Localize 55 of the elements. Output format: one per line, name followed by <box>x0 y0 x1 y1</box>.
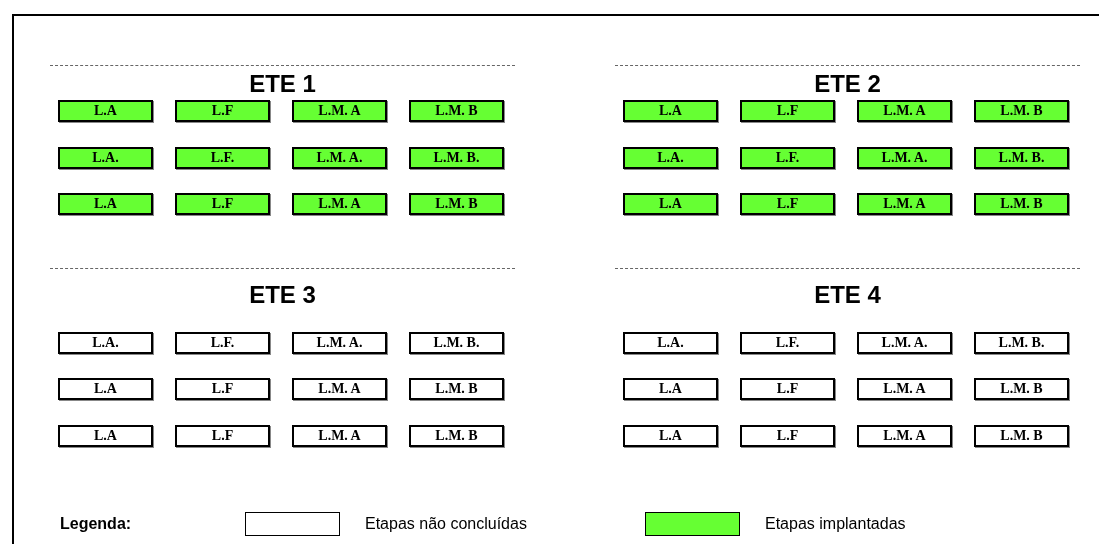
stage-box: L.F. <box>740 147 835 169</box>
stage-box: L.M. A. <box>857 147 952 169</box>
stage-box: L.A. <box>623 332 718 354</box>
legend-title: Legenda: <box>60 514 132 534</box>
stage-box: L.A <box>58 193 153 215</box>
stage-box: L.M. A <box>292 378 387 400</box>
stage-box: L.M. B <box>409 100 504 122</box>
stage-box: L.F <box>740 378 835 400</box>
stage-box: L.A <box>58 100 153 122</box>
section-heading: ETE 4 <box>813 282 882 308</box>
stage-box: L.F. <box>175 147 270 169</box>
stage-box: L.M. A <box>857 378 952 400</box>
stage-box: L.M. A <box>292 100 387 122</box>
stage-box: L.M. B. <box>974 332 1069 354</box>
stage-box: L.A <box>623 193 718 215</box>
section-heading: ETE 2 <box>813 71 882 97</box>
stage-box: L.M. B <box>409 378 504 400</box>
stage-box: L.M. B <box>974 100 1069 122</box>
stage-box: L.M. B <box>974 193 1069 215</box>
stage-box: L.M. B <box>409 193 504 215</box>
stage-box: L.M. B <box>409 425 504 447</box>
stage-box: L.A <box>58 425 153 447</box>
stage-box: L.F <box>175 378 270 400</box>
stage-box: L.M. B. <box>974 147 1069 169</box>
stage-box: L.A <box>58 378 153 400</box>
section-heading: ETE 3 <box>248 282 317 308</box>
stage-box: L.A. <box>58 332 153 354</box>
stage-box: L.M. A <box>292 193 387 215</box>
stage-box: L.A <box>623 100 718 122</box>
stage-box: L.M. A <box>857 425 952 447</box>
stage-box: L.A <box>623 425 718 447</box>
stage-box: L.A <box>623 378 718 400</box>
stage-box: L.M. B <box>974 425 1069 447</box>
stage-box: L.M. A. <box>292 147 387 169</box>
stage-box: L.F <box>740 100 835 122</box>
stage-box: L.M. B. <box>409 332 504 354</box>
stage-box: L.F. <box>175 332 270 354</box>
stage-box: L.A. <box>58 147 153 169</box>
stage-box: L.M. A <box>857 193 952 215</box>
stage-box: L.M. A. <box>857 332 952 354</box>
stage-box: L.M. A <box>857 100 952 122</box>
stage-box: L.M. B. <box>409 147 504 169</box>
stage-box: L.F <box>175 193 270 215</box>
stage-box: L.M. A <box>292 425 387 447</box>
stage-box: L.F <box>740 425 835 447</box>
stage-box: L.M. B <box>974 378 1069 400</box>
stage-box: L.F <box>175 100 270 122</box>
stage-box: L.A. <box>623 147 718 169</box>
stage-box: L.M. A. <box>292 332 387 354</box>
stage-box: L.F <box>740 193 835 215</box>
legend-text: Etapas implantadas <box>765 514 906 534</box>
section-heading: ETE 1 <box>248 71 317 97</box>
stage-box: L.F <box>175 425 270 447</box>
stage-box: L.F. <box>740 332 835 354</box>
legend-text: Etapas não concluídas <box>365 514 527 534</box>
